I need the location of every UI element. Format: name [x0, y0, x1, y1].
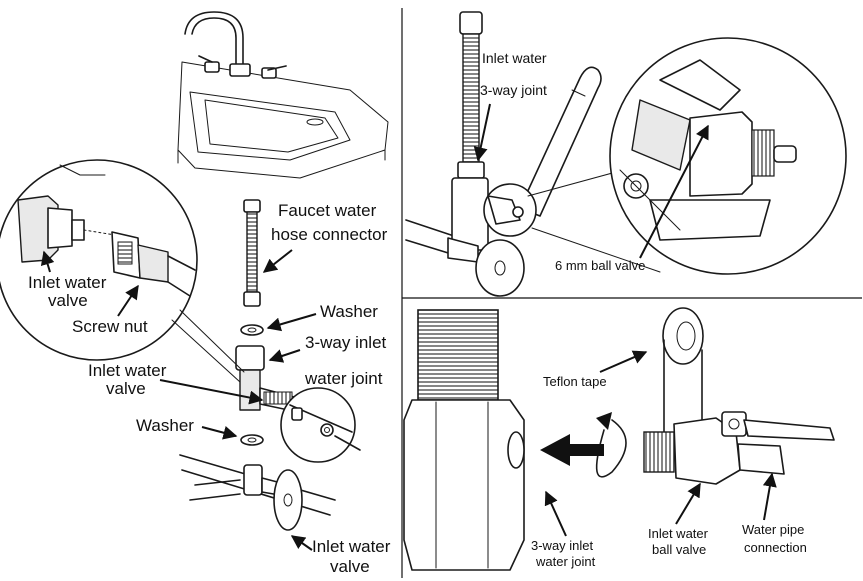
ball-valve-detail-circle — [609, 37, 847, 275]
detail-circle-small — [280, 387, 361, 463]
label-faucet-hose-connector-2: hose connector — [271, 225, 388, 244]
sink-countertop-illustration — [177, 61, 389, 179]
left-panel: Faucet water hose connector Washer 3-way… — [0, 11, 391, 576]
label-inlet-valve-bottom-1: Inlet water — [312, 537, 391, 556]
label-three-way-joint: 3-way joint — [480, 82, 547, 98]
valve-knob-illustration — [475, 239, 525, 297]
label-screw-nut: Screw nut — [72, 317, 148, 336]
label-three-way-inlet-joint-1: 3-way inlet — [305, 333, 387, 352]
washer-bottom-illustration — [240, 434, 264, 446]
three-way-joint-body — [451, 177, 489, 251]
label-teflon-tape: Teflon tape — [543, 374, 607, 389]
rotation-arrow-illustration — [540, 412, 627, 478]
label-washer-top: Washer — [320, 302, 378, 321]
label-faucet-hose-connector-1: Faucet water — [278, 201, 377, 220]
rod-nut-illustration — [459, 11, 483, 35]
threaded-rod-illustration — [462, 33, 480, 163]
label-inlet-valve-mid-2: valve — [106, 379, 146, 398]
label-water-pipe-connection-2: connection — [744, 540, 807, 555]
angle-valve-illustration — [179, 454, 336, 531]
faucet-illustration — [184, 11, 287, 79]
label-ball-valve: 6 mm ball valve — [555, 258, 645, 273]
label-washer-bottom: Washer — [136, 416, 194, 435]
label-inlet-water: Inlet water — [482, 50, 547, 66]
detail-circle-large — [0, 159, 198, 361]
washer-top-illustration — [240, 324, 264, 336]
top-right-panel: Inlet water 3-way joint 6 mm ball valve — [405, 11, 847, 297]
label-inlet-water-ball-valve-1: Inlet water — [648, 526, 709, 541]
faucet-hose-illustration — [243, 199, 261, 307]
label-three-way-inlet-water-joint-2: water joint — [535, 554, 596, 569]
label-water-pipe-connection-1: Water pipe — [742, 522, 804, 537]
ball-valve-large-illustration — [643, 411, 835, 485]
label-inlet-valve-mid-1: Inlet water — [88, 361, 167, 380]
wrench-illustration — [483, 66, 602, 237]
label-three-way-inlet-joint-2: water joint — [304, 369, 383, 388]
label-inlet-valve-bottom-2: valve — [330, 557, 370, 576]
label-three-way-inlet-water-joint-1: 3-way inlet — [531, 538, 594, 553]
bottom-right-panel: Teflon tape 3-way inlet water joint Inle… — [403, 307, 835, 571]
label-inlet-valve-zoom-2: valve — [48, 291, 88, 310]
label-inlet-water-ball-valve-2: ball valve — [652, 542, 706, 557]
three-way-joint-large-illustration — [403, 309, 525, 571]
label-inlet-valve-zoom-1: Inlet water — [28, 273, 107, 292]
